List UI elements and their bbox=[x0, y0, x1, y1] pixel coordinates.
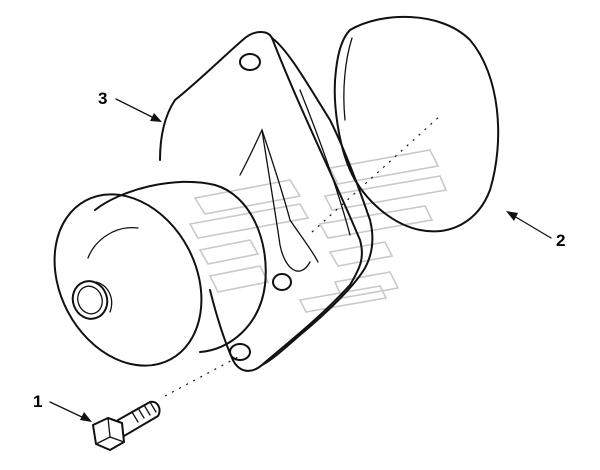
gasket-icon bbox=[333, 15, 500, 233]
watermark-logo bbox=[188, 149, 448, 313]
assembly-centerline bbox=[164, 115, 441, 397]
water-pump-icon bbox=[53, 31, 374, 372]
capscrew-icon bbox=[92, 400, 161, 451]
leader-line-1 bbox=[49, 401, 92, 422]
callout-1-number: 1 bbox=[33, 392, 43, 411]
leader-line-2 bbox=[506, 211, 552, 239]
callout-2-number: 2 bbox=[556, 231, 566, 250]
leader-line-3 bbox=[115, 98, 162, 122]
callout-3-number: 3 bbox=[98, 89, 108, 108]
